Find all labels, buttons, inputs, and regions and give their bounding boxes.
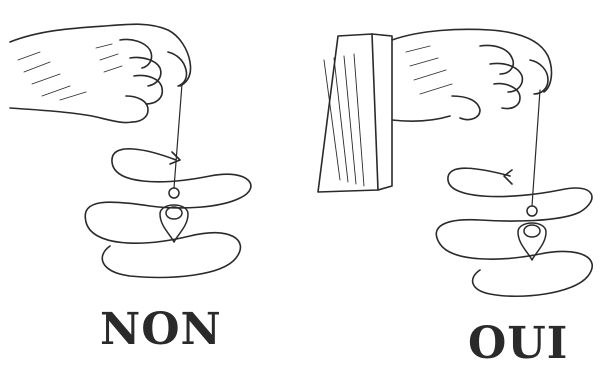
left-pendulum-bob-icon (160, 188, 188, 242)
caption-non: NON (100, 308, 222, 352)
right-spiral-path (436, 168, 592, 296)
left-hand-drawing (10, 24, 191, 122)
right-pendulum-bob-icon (518, 206, 546, 260)
left-panel (10, 24, 251, 277)
left-spiral-path (85, 149, 251, 278)
right-sleeve-drawing (318, 34, 392, 192)
right-arrow-icon (504, 170, 512, 184)
right-hand-drawing (392, 29, 551, 121)
right-pendulum-string (532, 90, 540, 206)
caption-oui: OUI (468, 322, 568, 366)
left-pendulum-string (174, 84, 182, 188)
right-panel (318, 29, 592, 296)
